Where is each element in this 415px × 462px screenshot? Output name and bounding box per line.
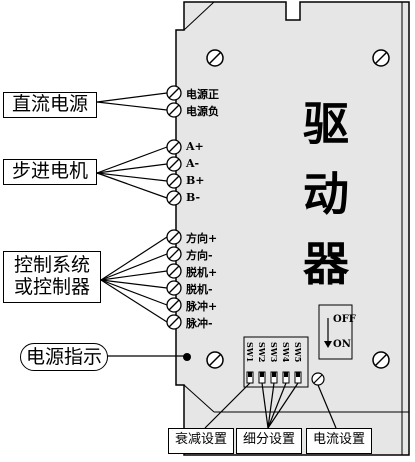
dip-label-sw1: SW1 xyxy=(245,342,255,363)
controller-box: 控制系统 或控制器 xyxy=(3,251,101,303)
dip-onoff-box xyxy=(318,304,353,360)
driver-title-char-2: 动 xyxy=(303,167,349,221)
driver-title-char-3: 器 xyxy=(303,237,349,291)
terminal-label-dir-plus: 方向+ xyxy=(186,232,218,245)
terminal-label-pul-plus: 脉冲+ xyxy=(186,300,218,313)
mount-screw-bottom-right xyxy=(372,351,390,369)
terminal-label-b-minus: B- xyxy=(186,191,201,204)
controller-box-line1: 控制系统 xyxy=(13,254,90,276)
terminal-label-a-plus: A+ xyxy=(186,140,204,153)
dc-power-box: 直流电源 xyxy=(3,92,97,118)
dip-arrow-icon xyxy=(324,341,332,348)
power-indicator-box: 电源指示 xyxy=(20,343,108,371)
mount-screw-top-right xyxy=(372,49,390,67)
decay-setting-box: 衰减设置 xyxy=(168,428,234,454)
terminal-label-b-plus: B+ xyxy=(186,174,205,187)
terminal-label-power-neg: 电源负 xyxy=(186,105,219,118)
current-pot-icon xyxy=(311,372,325,386)
dip-label-sw3: SW3 xyxy=(269,342,279,363)
controller-box-line2: 或控制器 xyxy=(13,276,90,298)
terminal-label-power-pos: 电源正 xyxy=(186,88,219,101)
terminal-label-a-minus: A- xyxy=(186,157,200,170)
microstep-setting-box: 细分设置 xyxy=(236,428,302,454)
terminal-label-pul-minus: 脉冲- xyxy=(186,317,213,330)
dip-label-sw2: SW2 xyxy=(257,342,267,363)
power-led-icon xyxy=(183,353,191,361)
mount-screw-bottom-left xyxy=(206,351,224,369)
dip-label-sw5: SW5 xyxy=(293,342,303,363)
terminal-label-ena-plus: 脱机+ xyxy=(186,266,218,279)
driver-title-char-1: 驱 xyxy=(303,97,349,151)
dip-off-label: OFF xyxy=(333,314,356,325)
dip-switch-slots xyxy=(246,371,302,384)
housing-bevel-bottom xyxy=(183,384,215,413)
current-setting-box: 电流设置 xyxy=(306,428,372,454)
mount-screw-top-left xyxy=(206,49,224,67)
terminal-label-dir-minus: 方向- xyxy=(186,249,213,262)
dip-on-label: ON xyxy=(333,339,351,350)
setting-connector-lines xyxy=(204,382,337,429)
terminal-label-ena-minus: 脱机- xyxy=(186,283,213,296)
dip-label-sw4: SW4 xyxy=(281,342,291,363)
housing-bevel-top xyxy=(183,1,215,31)
stepper-motor-box: 步进电机 xyxy=(3,159,97,185)
